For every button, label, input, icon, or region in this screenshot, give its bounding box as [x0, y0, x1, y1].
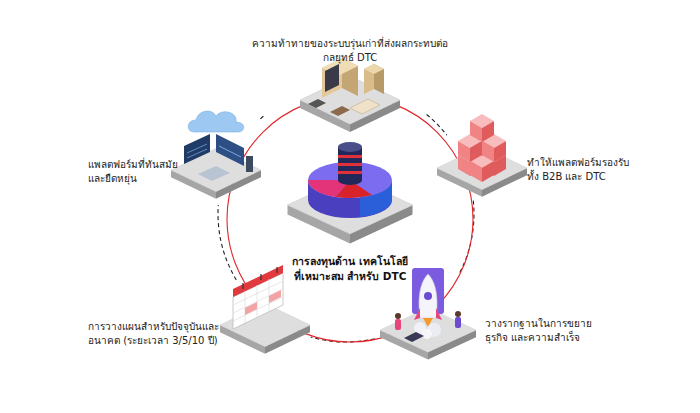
- legacy-computers: [300, 58, 400, 132]
- cube-stack: [437, 114, 527, 197]
- node-label: ความท้าทายของระบบรุ่นเก่าที่ส่งผลกระทบต่…: [240, 37, 460, 65]
- ring-node: ความท้าทายของระบบรุ่นเก่าที่ส่งผลกระทบต่…: [240, 34, 460, 114]
- red-ring: [227, 96, 473, 342]
- center-node: การลงทุนด้าน เทคโนโลยีที่เหมาะสม สำหรับ …: [270, 150, 430, 300]
- ring-connector: [260, 115, 265, 119]
- node-label: การวางแผนสำหรับปัจจุบันและ อนาคต (ระยะเว…: [88, 320, 233, 348]
- rocket-launch: [380, 268, 476, 359]
- cylinder-chart: [288, 142, 413, 243]
- node-label: แพลตฟอร์มที่ทันสมัย และยืดหยุ่น: [88, 158, 183, 186]
- ring-node: วางรากฐานในการขยายธุรกิจ และความสำเร็จ: [375, 275, 585, 355]
- ring-node: ทำให้แพลตฟอร์มรองรับทั้ง B2B และ DTC: [448, 132, 638, 200]
- node-label: วางรากฐานในการขยายธุรกิจ และความสำเร็จ: [485, 317, 603, 345]
- node-label: ทำให้แพลตฟอร์มรองรับทั้ง B2B และ DTC: [527, 156, 637, 184]
- ring-node: การวางแผนสำหรับปัจจุบันและ อนาคต (ระยะเว…: [85, 280, 310, 355]
- ring-node: แพลตฟอร์มที่ทันสมัย และยืดหยุ่น: [85, 120, 260, 205]
- node-label: การลงทุนด้าน เทคโนโลยีที่เหมาะสม สำหรับ …: [290, 254, 410, 283]
- cloud-platform: [171, 111, 261, 199]
